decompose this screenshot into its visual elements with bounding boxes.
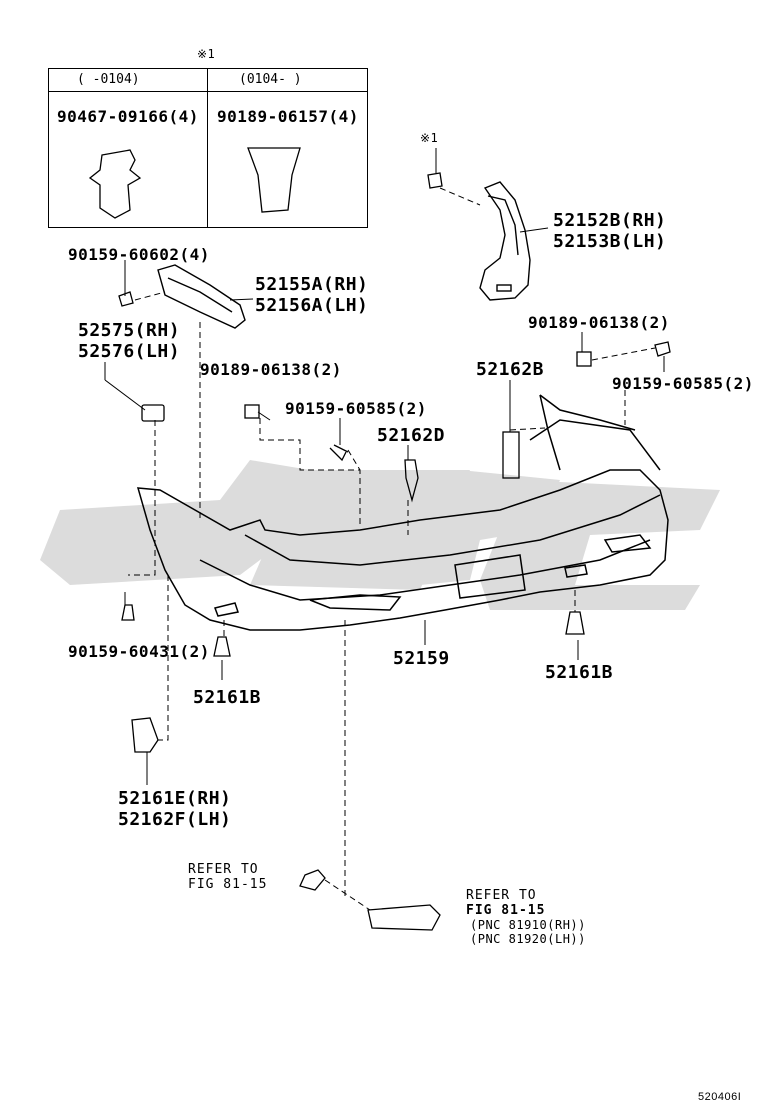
label-52152b: 52152B(RH) — [553, 210, 667, 231]
label-52576: 52576(LH) — [78, 341, 181, 362]
label-52162b: 52162B — [476, 359, 545, 380]
refer-right-line4: (PNC 81920(LH)) — [470, 932, 586, 946]
inset-col1-range: ( -0104) — [77, 72, 140, 87]
label-52575: 52575(RH) — [78, 320, 181, 341]
label-52156a: 52156A(LH) — [255, 295, 369, 316]
callout-lines — [104, 148, 665, 785]
label-90189-06138-right: 90189-06138(2) — [528, 313, 670, 332]
figure-id: 520406I — [698, 1091, 742, 1103]
refer-right-line1: REFER TO — [466, 888, 537, 903]
label-52162f: 52162F(LH) — [118, 809, 232, 830]
inset-note-mark: ※1 — [197, 47, 216, 61]
inset-divider — [207, 69, 208, 227]
refer-right-line2: FIG 81-15 — [466, 903, 546, 918]
label-52161e: 52161E(RH) — [118, 788, 232, 809]
leader-lines — [128, 187, 656, 911]
fender-bracket — [479, 181, 531, 301]
label-52161b-left: 52161B — [193, 687, 262, 708]
label-52161b-right: 52161B — [545, 662, 614, 683]
refer-left-line1: REFER TO — [188, 862, 259, 877]
inset-col1-part: 90467-09166(4) — [57, 107, 199, 126]
label-90159-60585-left: 90159-60585(2) — [285, 399, 427, 418]
label-90159-60602: 90159-60602(4) — [68, 245, 210, 264]
refer-right-line3: (PNC 81910(RH)) — [470, 918, 586, 932]
retainer-bracket — [157, 264, 246, 329]
refer-left-line2: FIG 81-15 — [188, 877, 268, 892]
note-mark-clip: ※1 — [420, 131, 439, 145]
label-90189-06138-left: 90189-06138(2) — [200, 360, 342, 379]
inset-header-divider — [49, 91, 367, 92]
label-52159: 52159 — [393, 648, 450, 669]
label-52162d: 52162D — [377, 425, 446, 446]
label-52155a: 52155A(RH) — [255, 274, 369, 295]
inset-box: ( -0104) (0104- ) 90467-09166(4) 90189-0… — [48, 68, 368, 228]
label-52153b: 52153B(LH) — [553, 231, 667, 252]
inset-col2-range: (0104- ) — [239, 72, 302, 87]
inset-col2-part: 90189-06157(4) — [217, 107, 359, 126]
watermark-logo — [40, 460, 720, 610]
bumper-cover — [136, 394, 669, 631]
label-90159-60585-right: 90159-60585(2) — [612, 374, 754, 393]
clips-and-screws — [88, 147, 671, 931]
label-90159-60431: 90159-60431(2) — [68, 642, 210, 661]
